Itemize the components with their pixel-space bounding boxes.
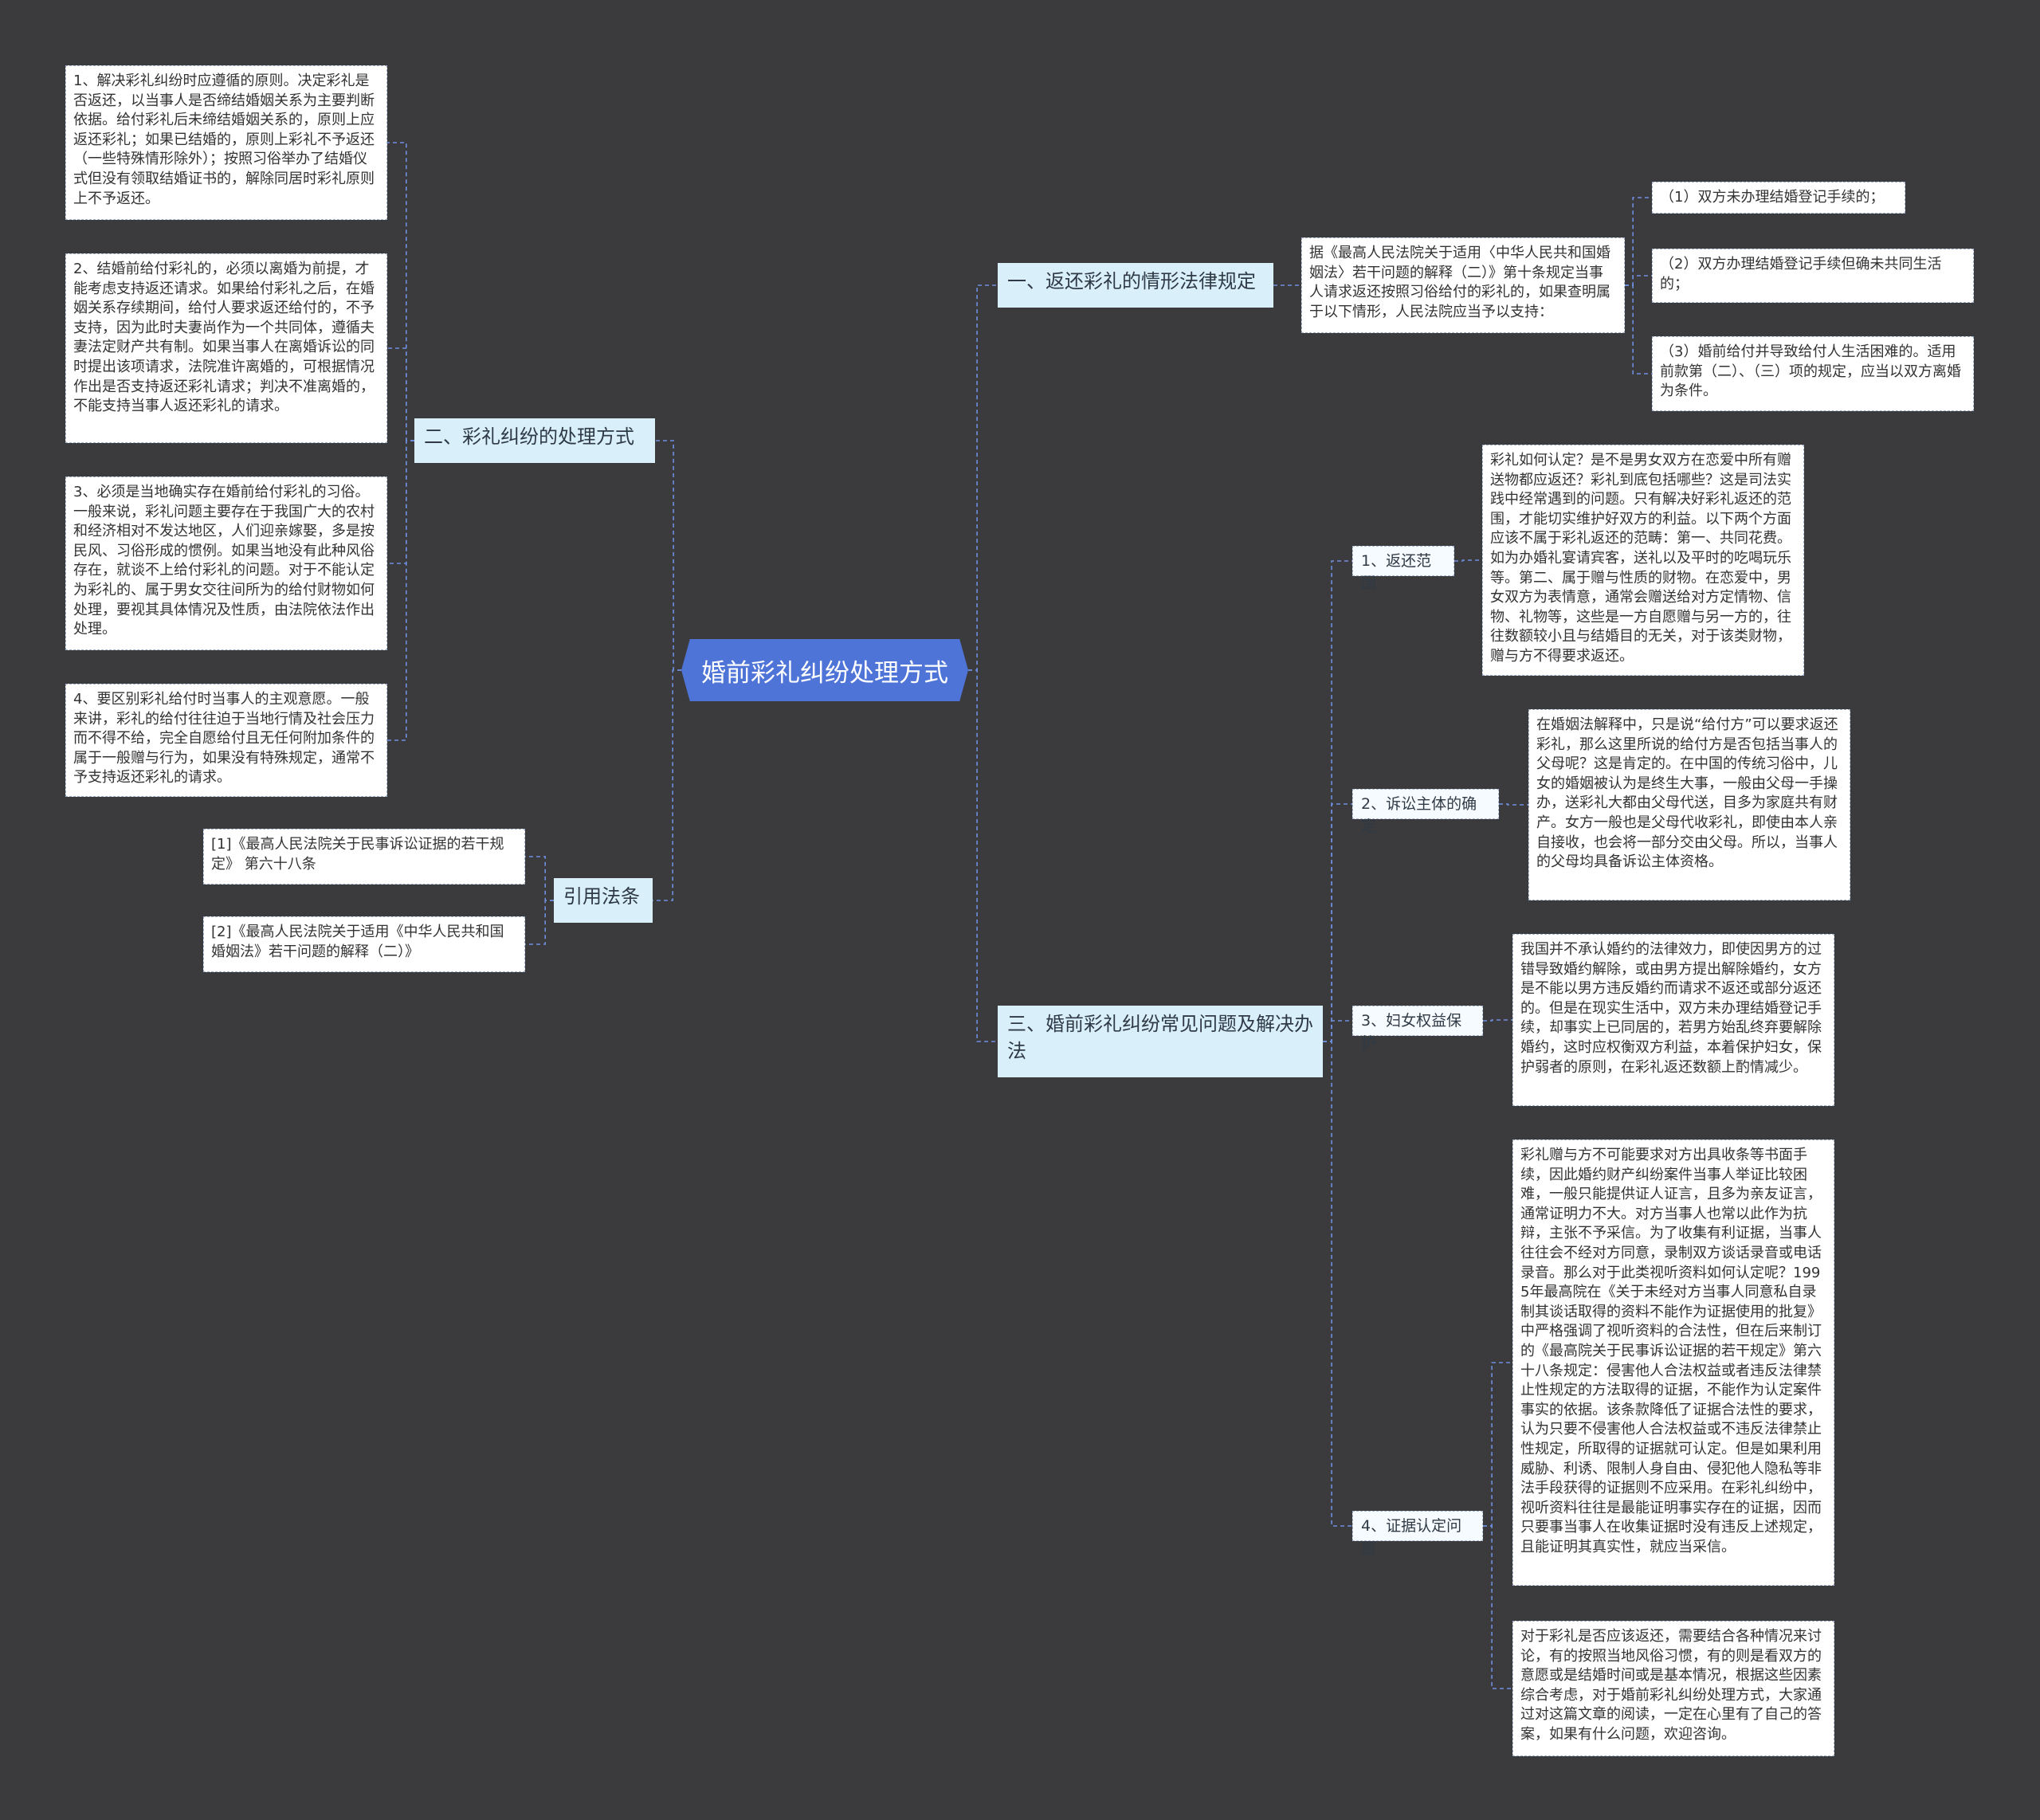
leaf-citation-2: [2]《最高人民法院关于适用《中华人民共和国婚姻法》若干问题的解释（二）》 <box>203 916 525 972</box>
connector-branch-return-cases <box>968 284 998 671</box>
branch-label: 二、彩礼纠纷的处理方式 <box>424 426 634 448</box>
leaf-evidence: 彩礼赠与方不可能要求对方出具收条等书面手续，因此婚约财产纠纷案件当事人举证比较困… <box>1512 1139 1834 1586</box>
branch-label: 一、返还彩礼的情形法律规定 <box>1007 270 1256 292</box>
connector-leaf-conclusion <box>1483 1525 1512 1689</box>
leaf-handling-3: 3、必须是当地确实存在婚前给付彩礼的习俗。一般来说，彩礼问题主要存在于我国广大的… <box>65 477 387 650</box>
connector-leaf-return-scope <box>1454 559 1482 562</box>
branch-handling[interactable]: 二、彩礼纠纷的处理方式 <box>414 418 655 463</box>
connector-branch-common-issues <box>968 669 998 1042</box>
root-label: 婚前彩礼纠纷处理方式 <box>701 658 948 688</box>
sub-label: 1、返还范围 <box>1361 552 1432 592</box>
connector-sub-litigant <box>1323 803 1352 1042</box>
sub-label: 2、诉讼主体的确定 <box>1361 795 1477 835</box>
connector-leaf-citation-2 <box>525 900 554 945</box>
connector-leaf-case-3 <box>1625 284 1652 375</box>
sub-evidence[interactable]: 4、证据认定问题 <box>1352 1511 1483 1557</box>
connector-leaf-handling-3 <box>387 440 414 564</box>
branch-label: 三、婚前彩礼纠纷常见问题及解决办法 <box>1007 1013 1313 1062</box>
leaf-case-2: （2）双方办理结婚登记手续但确未共同生活的； <box>1652 249 1974 303</box>
connector-leaf-citation-1 <box>525 856 554 901</box>
sub-women-rights[interactable]: 3、妇女权益保护 <box>1352 1006 1483 1052</box>
sub-return-scope[interactable]: 1、返还范围 <box>1352 546 1454 592</box>
leaf-handling-1: 1、解决彩礼纠纷时应遵循的原则。决定彩礼是否返还，以当事人是否缔结婚姻关系为主要… <box>65 65 387 220</box>
connector-leaf-handling-2 <box>387 347 414 441</box>
leaf-conclusion: 对于彩礼是否应该返还，需要结合各种情况来讨论，有的按照当地风俗习惯，有的则是看双… <box>1512 1621 1834 1756</box>
leaf-law-intro: 据《最高人民法院关于适用〈中华人民共和国婚姻法〉若干问题的解释（二）》第十条规定… <box>1301 237 1625 333</box>
root-node[interactable]: 婚前彩礼纠纷处理方式 <box>681 639 968 701</box>
sub-label: 3、妇女权益保护 <box>1361 1012 1462 1052</box>
leaf-litigant: 在婚姻法解释中，只是说“给付方”可以要求返还彩礼，那么这里所说的给付方是否包括当… <box>1528 709 1850 900</box>
connector-leaf-evidence <box>1483 1362 1512 1527</box>
leaf-citation-1: [1]《最高人民法院关于民事诉讼证据的若干规定》 第六十八条 <box>203 829 525 885</box>
connector-leaf-case-2 <box>1625 275 1652 286</box>
connector-branch-handling <box>655 440 681 671</box>
connector-sub-women-rights <box>1323 1020 1352 1042</box>
connector-leaf-litigant <box>1499 803 1528 806</box>
leaf-case-1: （1）双方未办理结婚登记手续的； <box>1652 182 1905 214</box>
connector-leaf-handling-4 <box>387 440 414 741</box>
leaf-return-scope: 彩礼如何认定？是不是男女双方在恋爱中所有赠送物都应返还？彩礼到底包括哪些？这是司… <box>1482 445 1804 676</box>
connector-leaf-handling-1 <box>387 142 414 441</box>
leaf-handling-2: 2、结婚前给付彩礼的，必须以离婚为前提，才能考虑支持返还请求。如果给付彩礼之后，… <box>65 253 387 443</box>
connector-branch-citations <box>653 669 681 901</box>
connector-sub-return-scope <box>1323 560 1352 1042</box>
connector-leaf-case-1 <box>1625 197 1652 286</box>
leaf-handling-4: 4、要区别彩礼给付时当事人的主观意愿。一般来讲，彩礼的给付往往迫于当地行情及社会… <box>65 684 387 797</box>
connector-sub-evidence <box>1323 1041 1352 1527</box>
branch-label: 引用法条 <box>563 885 640 908</box>
branch-return-cases[interactable]: 一、返还彩礼的情形法律规定 <box>998 263 1273 308</box>
leaf-women-rights: 我国并不承认婚约的法律效力，即使因男方的过错导致婚约解除，或由男方提出解除婚约，… <box>1512 934 1834 1106</box>
connector-leaf-women-rights <box>1483 1019 1512 1022</box>
leaf-case-3: （3）婚前给付并导致给付人生活困难的。适用前款第（二）、（三）项的规定，应当以双… <box>1652 336 1974 411</box>
sub-label: 4、证据认定问题 <box>1361 1517 1462 1557</box>
sub-litigant[interactable]: 2、诉讼主体的确定 <box>1352 789 1499 835</box>
branch-common-issues[interactable]: 三、婚前彩礼纠纷常见问题及解决办法 <box>998 1006 1323 1077</box>
branch-citations[interactable]: 引用法条 <box>554 878 653 923</box>
